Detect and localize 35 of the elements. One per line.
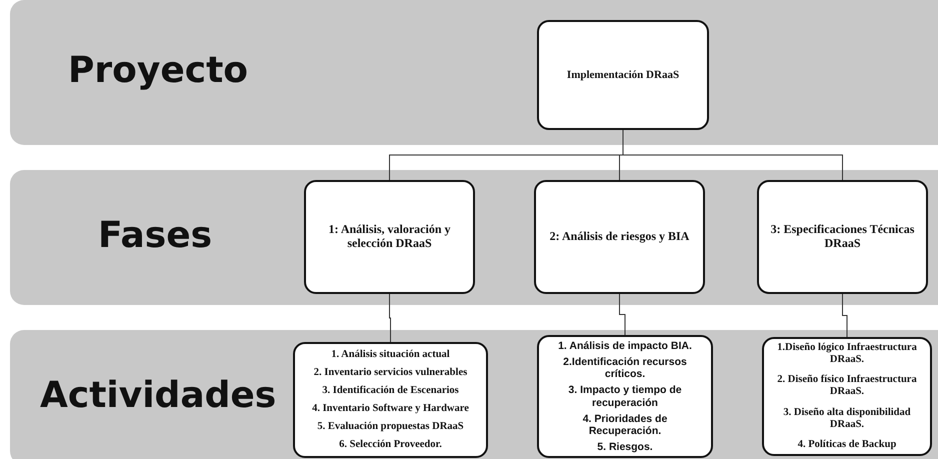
list-item: 4. Políticas de Backup	[798, 438, 896, 451]
band-background	[10, 170, 938, 305]
project-box	[537, 20, 709, 130]
list-item: 4. Inventario Software y Hardware	[312, 403, 469, 416]
list-item: 4. Prioridades de Recuperación.	[582, 412, 668, 437]
box-label: 1: Análisis, valoración y selección DRaaS	[327, 223, 452, 251]
row-heading: Fases	[98, 215, 212, 256]
list-item: 5. Evaluación propuestas DRaaS	[317, 421, 464, 434]
band-background	[10, 0, 938, 145]
phase-box	[534, 180, 705, 294]
phase-box	[757, 180, 928, 294]
activity-box	[762, 337, 932, 456]
list-item: 2.Identificación recursos críticos.	[562, 356, 688, 380]
box-label: 3: Especificaciones Técnicas DRaaS	[770, 223, 916, 251]
box-label: 2: Análisis de riesgos y BIA	[550, 230, 690, 244]
connector-line	[389, 294, 391, 342]
row-heading: Actividades	[40, 375, 276, 416]
connector-line	[842, 294, 848, 338]
activity-box	[293, 342, 488, 458]
list-item: 6. Selección Proveedor.	[339, 439, 442, 452]
box-label: Implementación DRaaS	[566, 68, 680, 82]
connector-line	[619, 294, 626, 336]
list-item: 3. Impacto y tiempo de recuperación	[567, 384, 683, 409]
list-item: 5. Riesgos.	[597, 440, 653, 453]
list-item: 2. Diseño físico Infraestructura DRaaS.	[776, 374, 918, 399]
list-item: 2. Inventario servicios vulnerables	[314, 366, 468, 379]
list-item: 1. Análisis de impacto BIA.	[558, 340, 692, 352]
activity-box	[537, 335, 713, 458]
phase-box	[304, 180, 475, 294]
list-item: 3. Identificación de Escenarios	[322, 384, 459, 397]
list-item: 1. Análisis situación actual	[331, 348, 450, 361]
list-item: 1.Diseño lógico Infraestructura DRaaS.	[776, 342, 918, 366]
list-item: 3. Diseño alta disponibilidad DRaaS.	[782, 406, 912, 431]
band-background	[10, 330, 938, 459]
row-heading: Proyecto	[68, 50, 248, 91]
